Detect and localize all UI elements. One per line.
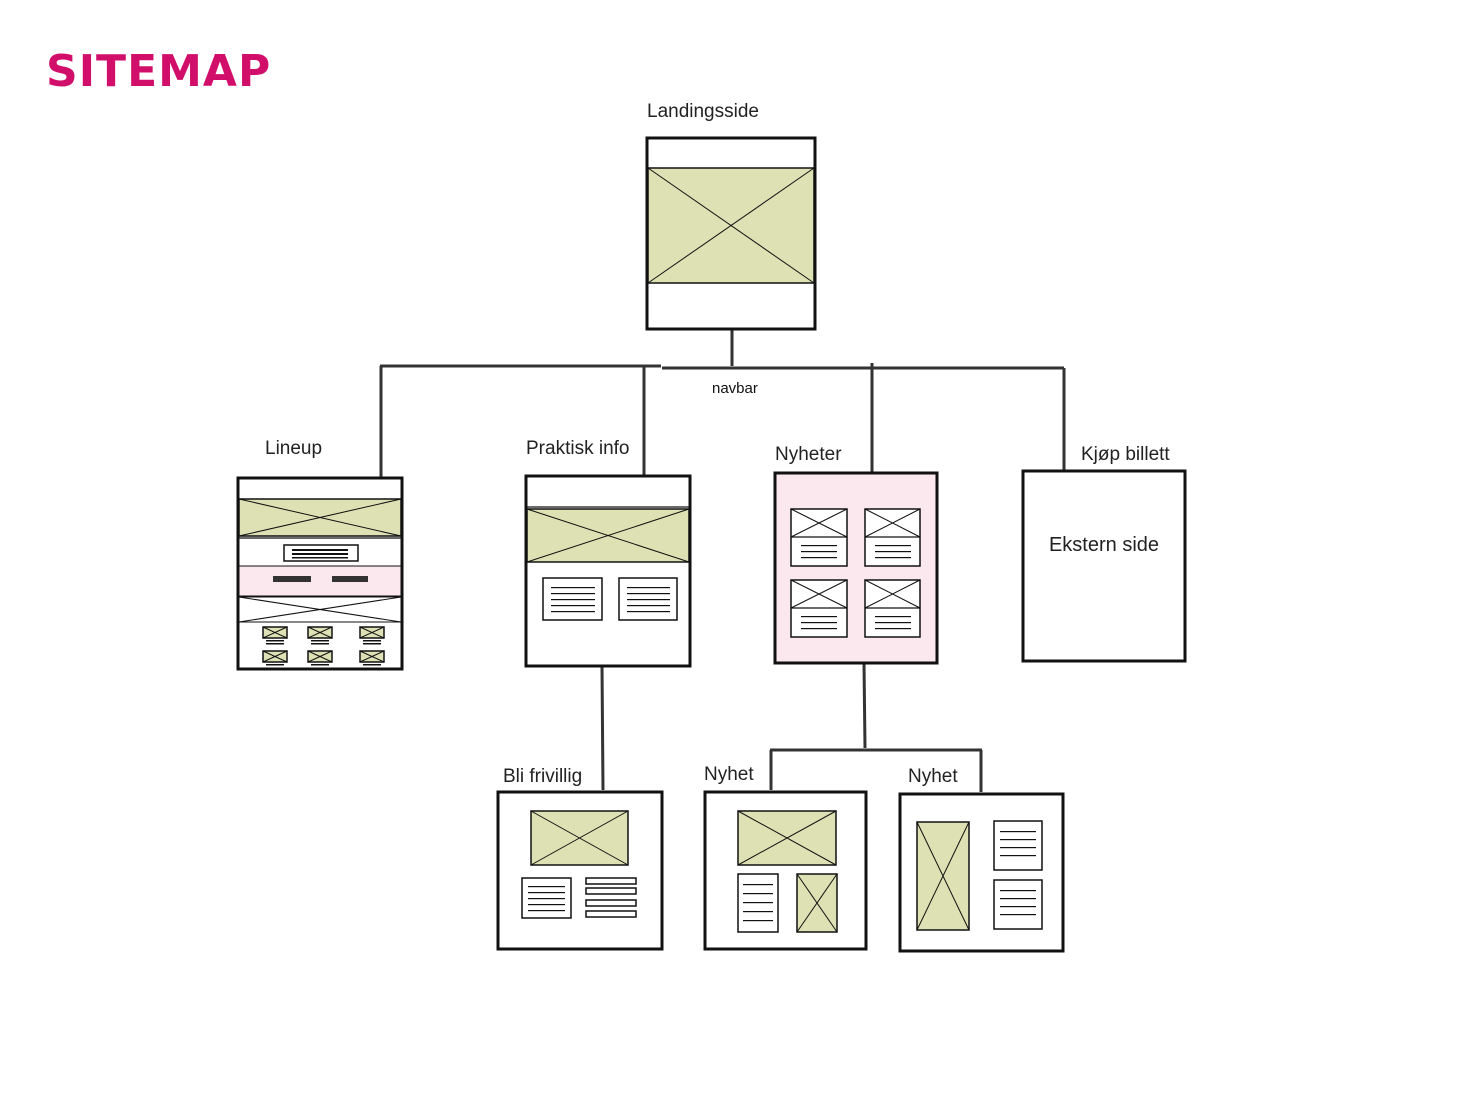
news-card [864, 579, 921, 638]
artist-grid [262, 626, 385, 666]
external-page-label: Ekstern side [1049, 534, 1159, 556]
page-label-nyhet-2: Nyhet [908, 766, 958, 787]
page-nyhet-1: Nyhet [703, 764, 868, 951]
page-kjop-billett: Kjøp billett Ekstern side [1021, 444, 1187, 663]
page-nyheter: Nyheter [773, 444, 939, 665]
news-card [864, 508, 921, 567]
page-label-kjop-billett: Kjøp billett [1081, 444, 1170, 465]
page-label-bli-frivillig: Bli frivillig [503, 766, 582, 787]
page-nyhet-2: Nyhet [898, 766, 1065, 953]
page-label-landingsside: Landingsside [647, 101, 759, 122]
page-label-praktisk-info: Praktisk info [526, 438, 629, 459]
navbar-label: navbar [712, 380, 758, 397]
page-label-nyheter: Nyheter [775, 444, 842, 465]
page-title: SITEMAP [46, 46, 271, 97]
text-block [993, 820, 1043, 871]
page-label-lineup: Lineup [265, 438, 322, 459]
connectors [379, 330, 1066, 792]
page-praktisk-info: Praktisk info [524, 438, 692, 668]
page-label-nyhet-1: Nyhet [704, 764, 754, 785]
page-landingsside: Landingsside [645, 101, 817, 331]
page-bli-frivillig: Bli frivillig [496, 766, 664, 951]
news-card [790, 508, 848, 567]
page-lineup: Lineup [236, 438, 404, 671]
news-card [790, 579, 848, 638]
form-fields [585, 877, 637, 918]
text-block [993, 879, 1043, 930]
